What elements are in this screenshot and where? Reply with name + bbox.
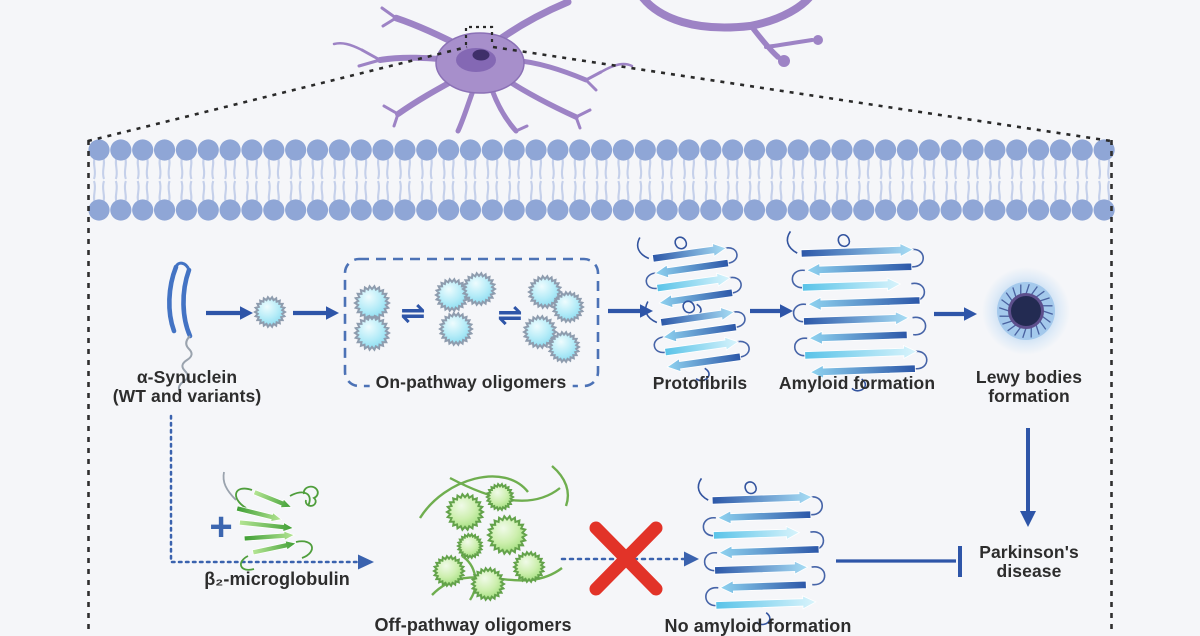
alpha-synuclein-label: α-Synuclein (WT and variants) <box>113 368 262 406</box>
lipid-bilayer-membrane <box>88 139 1114 220</box>
beta2-microglobulin-ribbon <box>224 472 318 570</box>
equilibrium-arrows-icon: ⇌ <box>400 296 425 331</box>
plus-sign: + <box>209 505 232 549</box>
neuron-illustration <box>334 0 823 131</box>
protofibrils-structure <box>637 224 753 386</box>
lewy-body-illustration <box>982 267 1070 355</box>
beta2-microglobulin-label: β₂-microglobulin <box>204 570 350 589</box>
off-pathway-oligomer-cluster <box>420 466 568 600</box>
no-amyloid-structure <box>698 474 826 626</box>
zoom-projection-lines <box>88 27 1111 141</box>
equilibrium-arrows-icon: ⇌ <box>497 298 522 333</box>
alpha-synuclein-label-line2: (WT and variants) <box>113 386 262 406</box>
on-pathway-oligomers-label: On-pathway oligomers <box>370 373 573 392</box>
amyloid-fibril-structure <box>787 227 928 393</box>
protofibrils-label: Protofibrils <box>653 374 748 393</box>
alpha-synuclein-label-line1: α-Synuclein <box>137 367 237 387</box>
no-amyloid-formation-label: No amyloid formation <box>664 617 851 636</box>
lewy-bodies-label: Lewy bodies formation <box>976 368 1082 406</box>
amyloid-formation-label: Amyloid formation <box>779 374 935 393</box>
off-pathway-oligomers-label: Off-pathway oligomers <box>374 616 571 635</box>
parkinsons-disease-label: Parkinson's disease <box>979 543 1079 581</box>
pathway-arrows <box>206 304 1036 577</box>
